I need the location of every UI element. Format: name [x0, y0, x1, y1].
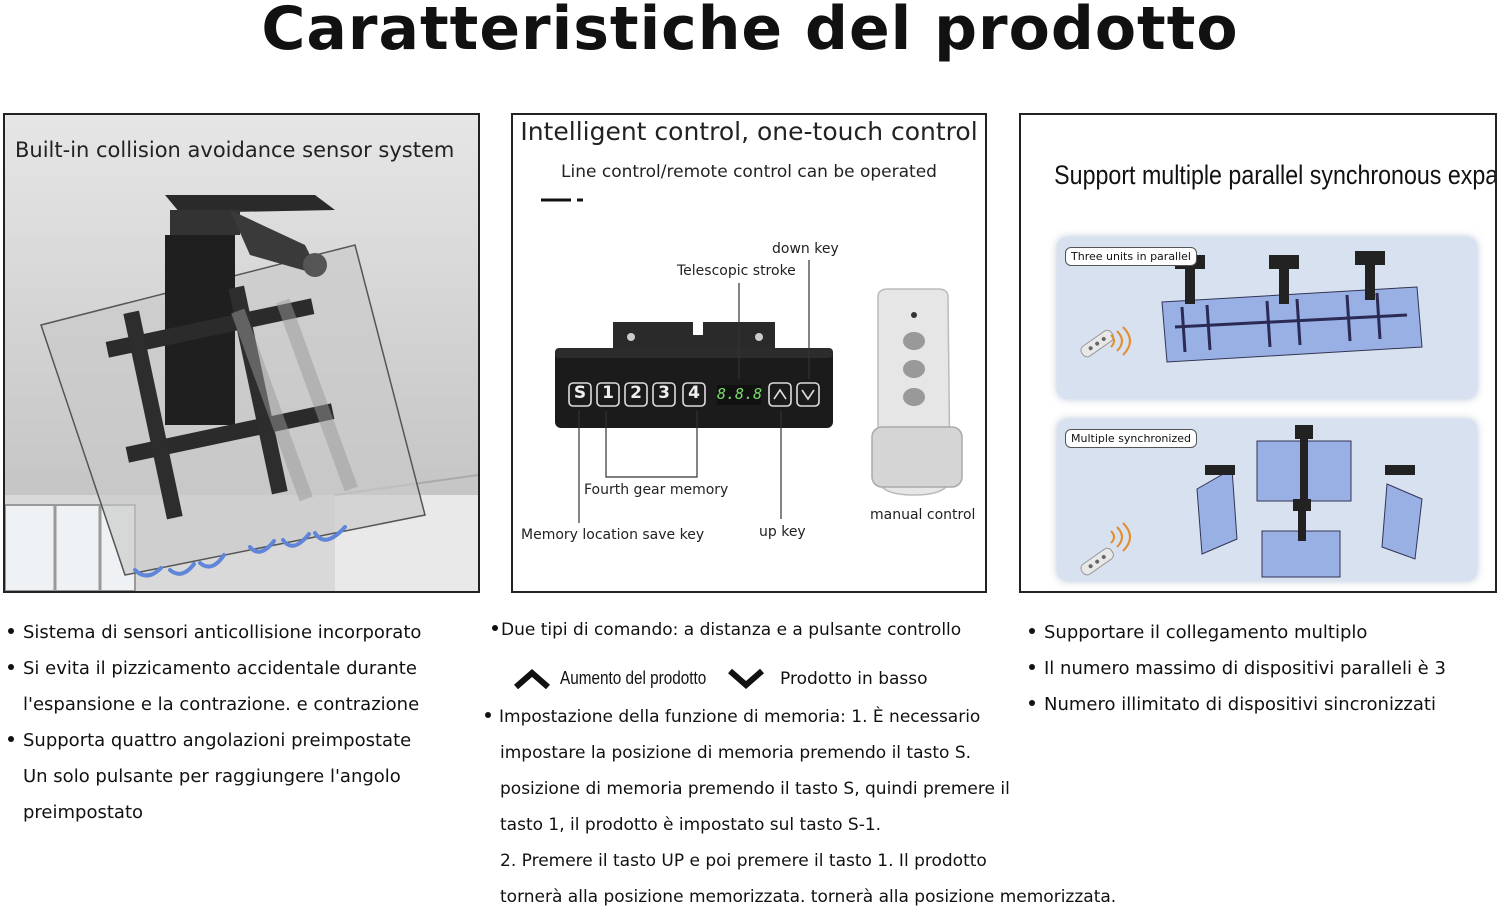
parallel-heading: Support multiple parallel synchronous ex… — [1054, 160, 1497, 190]
up-label: Aumento del prodotto — [560, 668, 707, 688]
down-label: Prodotto in basso — [780, 669, 928, 689]
label-memory-save-key: Memory location save key — [521, 527, 705, 543]
middle-line-6: tornerà alla posizione memorizzata. torn… — [500, 887, 1117, 907]
middle-line-1: Impostazione della funzione di memoria: … — [485, 707, 980, 727]
keypad-controller — [555, 260, 833, 523]
sensor-heading: Built-in collision avoidance sensor syst… — [15, 138, 455, 162]
remote-control-icon — [871, 288, 963, 496]
key-4: 4 — [688, 383, 700, 403]
key-2: 2 — [630, 383, 642, 403]
label-manual-control: manual control — [870, 507, 976, 523]
left-line-2: Si evita il pizzicamento accidentale dur… — [8, 658, 417, 679]
control-heading: Intelligent control, one-touch control — [520, 117, 978, 146]
bullet-icon — [1029, 628, 1035, 634]
key-3: 3 — [658, 383, 670, 403]
synchronized-illustration — [1080, 425, 1423, 578]
key-s: S — [573, 383, 587, 403]
bullet-icon — [1029, 664, 1035, 670]
led-display: 8.8.8 — [717, 385, 763, 403]
right-line-2: Il numero massimo di dispositivi paralle… — [1029, 658, 1446, 679]
middle-intro: Due tipi di comando: a distanza e a puls… — [492, 620, 961, 640]
three-units-illustration — [1080, 251, 1423, 363]
right-line-3: Numero illimitato di dispositivi sincron… — [1029, 694, 1436, 715]
label-down-key: down key — [772, 241, 839, 257]
middle-line-5: 2. Premere il tasto UP e poi premere il … — [500, 851, 987, 871]
sensor-panel: Built-in collision avoidance sensor syst… — [3, 113, 480, 593]
bullet-icon — [8, 736, 14, 742]
middle-line-3: posizione di memoria premendo il tasto S… — [500, 779, 1010, 799]
chevron-down-icon — [728, 668, 764, 689]
page-title: Caratteristiche del prodotto — [261, 0, 1239, 64]
parallel-panel: Support multiple parallel synchronous ex… — [1019, 113, 1497, 593]
bullet-icon — [492, 625, 498, 631]
ceiling-mount-illustration — [5, 195, 478, 591]
tag-three-units: Three units in parallel — [1065, 247, 1197, 266]
bullet-icon — [8, 628, 14, 634]
middle-line-2: impostare la posizione di memoria premen… — [500, 743, 972, 763]
label-fourth-gear: Fourth gear memory — [584, 482, 729, 498]
label-up-key: up key — [759, 524, 806, 540]
tag-synchronized: Multiple synchronized — [1065, 429, 1197, 448]
control-subheading: Line control/remote control can be opera… — [561, 162, 937, 182]
dash-icon — [541, 198, 583, 202]
bullet-icon — [8, 664, 14, 670]
label-telescopic-stroke: Telescopic stroke — [677, 263, 796, 279]
bullet-icon — [1029, 700, 1035, 706]
middle-line-4: tasto 1, il prodotto è impostato sul tas… — [500, 815, 882, 835]
right-line-1: Supportare il collegamento multiplo — [1029, 622, 1367, 643]
left-line-6: preimpostato — [23, 802, 144, 823]
chevron-up-icon — [514, 669, 550, 690]
bullet-icon — [485, 712, 491, 718]
parallel-subpanel: Three units in parallel — [1057, 237, 1477, 399]
key-1: 1 — [602, 383, 614, 403]
left-line-5: Un solo pulsante per raggiungere l'angol… — [23, 766, 401, 787]
left-line-3: l'espansione e la contrazione. e contraz… — [23, 694, 420, 715]
control-panel: Intelligent control, one-touch control L… — [511, 113, 987, 593]
synchronized-subpanel: Multiple synchronized — [1057, 419, 1477, 581]
left-line-1: Sistema di sensori anticollisione incorp… — [8, 622, 421, 643]
left-line-4: Supporta quattro angolazioni preimpostat… — [8, 730, 411, 751]
